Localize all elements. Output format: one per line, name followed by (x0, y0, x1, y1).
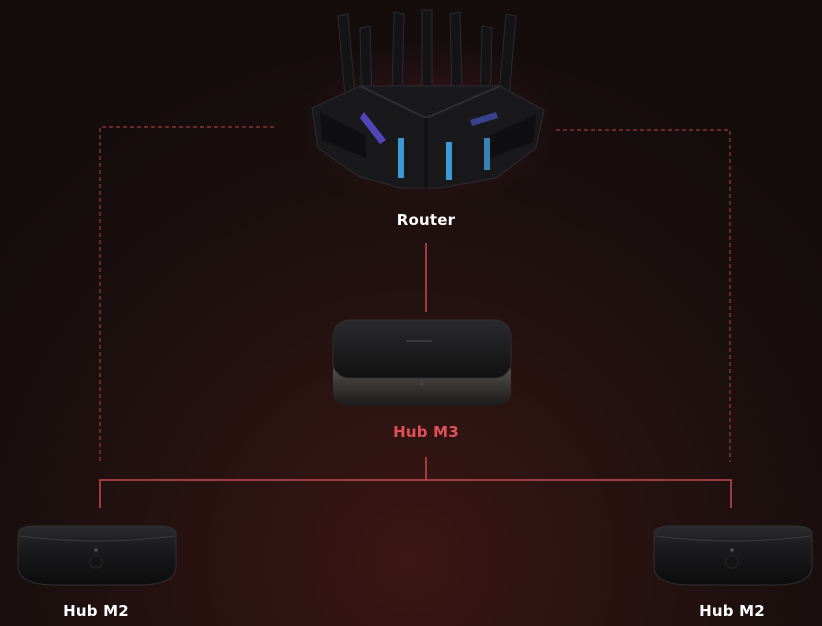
hub-m2-right-label: Hub M2 (699, 602, 765, 620)
dashed-link-router-right (556, 129, 731, 462)
hub-m2-right-icon (653, 525, 813, 586)
hub-m3-icon (332, 319, 512, 406)
dashed-link-router-left (99, 126, 274, 462)
hub-m3-label: Hub M3 (393, 423, 459, 441)
hub-m2-left-label: Hub M2 (63, 602, 129, 620)
hub-m2-left-icon (17, 525, 177, 586)
link-hub-m3-hub-m2 (99, 479, 732, 508)
router-label: Router (396, 211, 456, 229)
router-icon (311, 9, 545, 189)
